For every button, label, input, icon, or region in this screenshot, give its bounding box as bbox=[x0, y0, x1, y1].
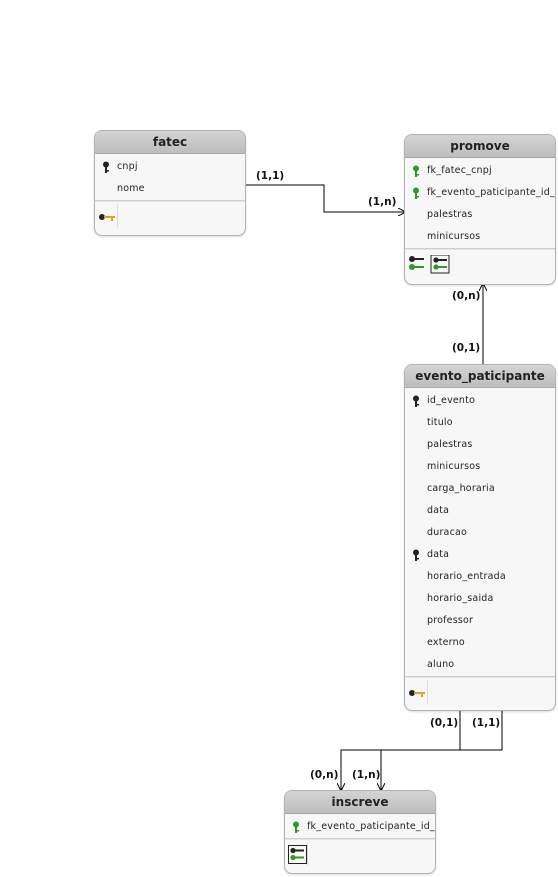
cardinality-label: (1,n) bbox=[352, 769, 381, 781]
attribute-row[interactable]: minicursos bbox=[405, 456, 555, 478]
attribute-row[interactable]: carga_horaria bbox=[405, 478, 555, 500]
attribute-name: fk_evento_paticipante_id_ bbox=[307, 821, 435, 832]
index-footer bbox=[95, 201, 245, 232]
attribute-name: horario_saida bbox=[427, 593, 494, 604]
attribute-list: cnpj nome bbox=[95, 154, 245, 201]
attribute-name: nome bbox=[117, 183, 145, 194]
foreign-key-icon bbox=[292, 821, 300, 838]
attribute-row[interactable]: professor bbox=[405, 610, 555, 632]
attribute-row[interactable]: nome bbox=[95, 178, 245, 200]
attribute-row[interactable]: data bbox=[405, 500, 555, 522]
attribute-name: palestras bbox=[427, 209, 473, 220]
attribute-name: aluno bbox=[427, 659, 455, 670]
primary-key-icon bbox=[102, 161, 110, 178]
entity-title: evento_paticipante bbox=[405, 365, 555, 388]
attribute-name: data bbox=[427, 549, 450, 560]
entity-evento-paticipante[interactable]: evento_paticipante id_evento titulo pale… bbox=[404, 364, 556, 711]
attribute-row[interactable]: fk_fatec_cnpj bbox=[405, 160, 555, 182]
attribute-row[interactable]: duracao bbox=[405, 522, 555, 544]
composite-key-icon bbox=[288, 845, 308, 869]
primary-key-icon bbox=[412, 395, 420, 412]
attribute-row[interactable]: fk_evento_paticipante_id_ bbox=[405, 182, 555, 204]
footer-divider bbox=[307, 842, 308, 866]
attribute-name: data bbox=[427, 505, 450, 516]
line-fatec-promove bbox=[245, 184, 405, 212]
attribute-list: id_evento titulo palestras minicursos ca… bbox=[405, 388, 555, 677]
footer-divider bbox=[427, 680, 428, 704]
attribute-row[interactable]: id_evento bbox=[405, 390, 555, 412]
foreign-key-icon bbox=[412, 187, 420, 204]
footer-divider bbox=[117, 204, 118, 228]
attribute-name: minicursos bbox=[427, 231, 481, 242]
index-key-icon bbox=[98, 207, 116, 226]
index-footer bbox=[285, 839, 435, 870]
attribute-name: carga_horaria bbox=[427, 483, 495, 494]
attribute-row[interactable]: cnpj bbox=[95, 156, 245, 178]
entity-promove[interactable]: promove fk_fatec_cnpj fk_evento_paticipa… bbox=[404, 134, 556, 285]
composite-key-icon bbox=[408, 254, 452, 279]
index-footer bbox=[405, 677, 555, 708]
attribute-name: titulo bbox=[427, 417, 453, 428]
attribute-name: palestras bbox=[427, 439, 473, 450]
cardinality-label: (1,n) bbox=[368, 196, 397, 208]
entity-inscreve[interactable]: inscreve fk_evento_paticipante_id_ bbox=[284, 790, 436, 874]
attribute-name: cnpj bbox=[117, 161, 138, 172]
attribute-row[interactable]: minicursos bbox=[405, 226, 555, 248]
attribute-name: externo bbox=[427, 637, 465, 648]
index-key-icon bbox=[408, 683, 426, 702]
attribute-row[interactable]: data bbox=[405, 544, 555, 566]
attribute-name: fk_evento_paticipante_id_ bbox=[427, 187, 555, 198]
cardinality-label: (1,1) bbox=[472, 717, 501, 729]
attribute-row[interactable]: palestras bbox=[405, 434, 555, 456]
attribute-row[interactable]: fk_evento_paticipante_id_ bbox=[285, 816, 435, 838]
cardinality-label: (0,n) bbox=[310, 769, 339, 781]
attribute-name: horario_entrada bbox=[427, 571, 506, 582]
line-evento-inscreve-b bbox=[381, 710, 503, 790]
attribute-row[interactable]: horario_entrada bbox=[405, 566, 555, 588]
attribute-name: id_evento bbox=[427, 395, 476, 406]
attribute-name: minicursos bbox=[427, 461, 481, 472]
cardinality-label: (0,1) bbox=[430, 717, 459, 729]
attribute-list: fk_evento_paticipante_id_ bbox=[285, 814, 435, 839]
attribute-row[interactable]: horario_saida bbox=[405, 588, 555, 610]
entity-title: promove bbox=[405, 135, 555, 158]
cardinality-label: (0,n) bbox=[452, 290, 481, 302]
attribute-name: professor bbox=[427, 615, 474, 626]
cardinality-label: (1,1) bbox=[256, 170, 285, 182]
attribute-row[interactable]: aluno bbox=[405, 654, 555, 676]
entity-fatec[interactable]: fatec cnpj nome bbox=[94, 130, 246, 236]
attribute-row[interactable]: externo bbox=[405, 632, 555, 654]
entity-title: inscreve bbox=[285, 791, 435, 814]
attribute-row[interactable]: palestras bbox=[405, 204, 555, 226]
foreign-key-icon bbox=[412, 165, 420, 182]
cardinality-label: (0,1) bbox=[452, 342, 481, 354]
attribute-name: duracao bbox=[427, 527, 468, 538]
attribute-name: fk_fatec_cnpj bbox=[427, 165, 492, 176]
entity-title: fatec bbox=[95, 131, 245, 154]
index-footer bbox=[405, 249, 555, 280]
primary-key-icon bbox=[412, 549, 420, 566]
attribute-row[interactable]: titulo bbox=[405, 412, 555, 434]
attribute-list: fk_fatec_cnpj fk_evento_paticipante_id_ … bbox=[405, 158, 555, 249]
